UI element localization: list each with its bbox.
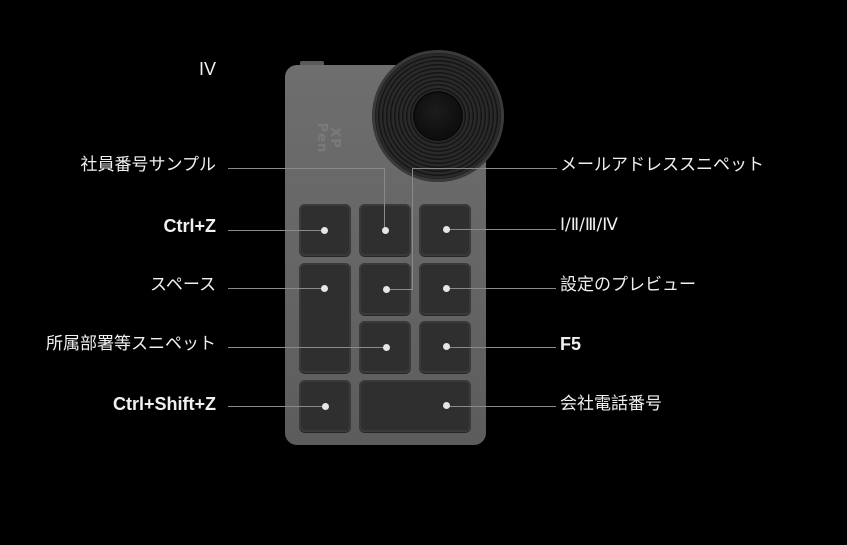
key-dot	[320, 284, 328, 292]
leader-line	[446, 288, 556, 289]
device-notch	[300, 61, 324, 67]
label-preview: 設定のプレビュー	[560, 275, 696, 295]
page-tag: IV	[199, 59, 217, 79]
key-dot	[382, 343, 390, 351]
label-f5: F5	[560, 334, 582, 354]
label-roman-numerals: Ⅰ/Ⅱ/Ⅲ/Ⅳ	[560, 215, 618, 235]
leader-line	[446, 229, 556, 230]
key-space[interactable]	[299, 263, 351, 373]
leader-line	[386, 289, 413, 290]
label-employee-id: 社員番号サンプル	[80, 155, 217, 175]
label-undo: Ctrl+Z	[163, 216, 216, 236]
leader-line	[384, 168, 385, 230]
key-dot	[321, 402, 329, 410]
key-dot	[442, 284, 450, 292]
leader-line	[228, 406, 324, 407]
leader-line	[412, 168, 413, 289]
key-dot	[382, 285, 390, 293]
key-dot	[442, 225, 450, 233]
label-department: 所属部署等スニペット	[46, 334, 216, 354]
key-dot	[442, 401, 450, 409]
key-dot	[442, 342, 450, 350]
leader-line	[228, 168, 384, 169]
label-phone: 会社電話番号	[560, 394, 662, 414]
leader-line	[228, 347, 386, 348]
label-space: スペース	[150, 275, 216, 295]
key-dot	[320, 226, 328, 234]
leader-line	[446, 347, 556, 348]
label-redo: Ctrl+Shift+Z	[112, 394, 216, 414]
leader-line	[446, 406, 556, 407]
leader-line	[228, 288, 324, 289]
leader-line	[412, 168, 557, 169]
label-email: メールアドレススニペット	[560, 155, 764, 175]
leader-line	[228, 230, 324, 231]
key-dot	[381, 226, 389, 234]
dial-center-button[interactable]	[415, 93, 461, 139]
